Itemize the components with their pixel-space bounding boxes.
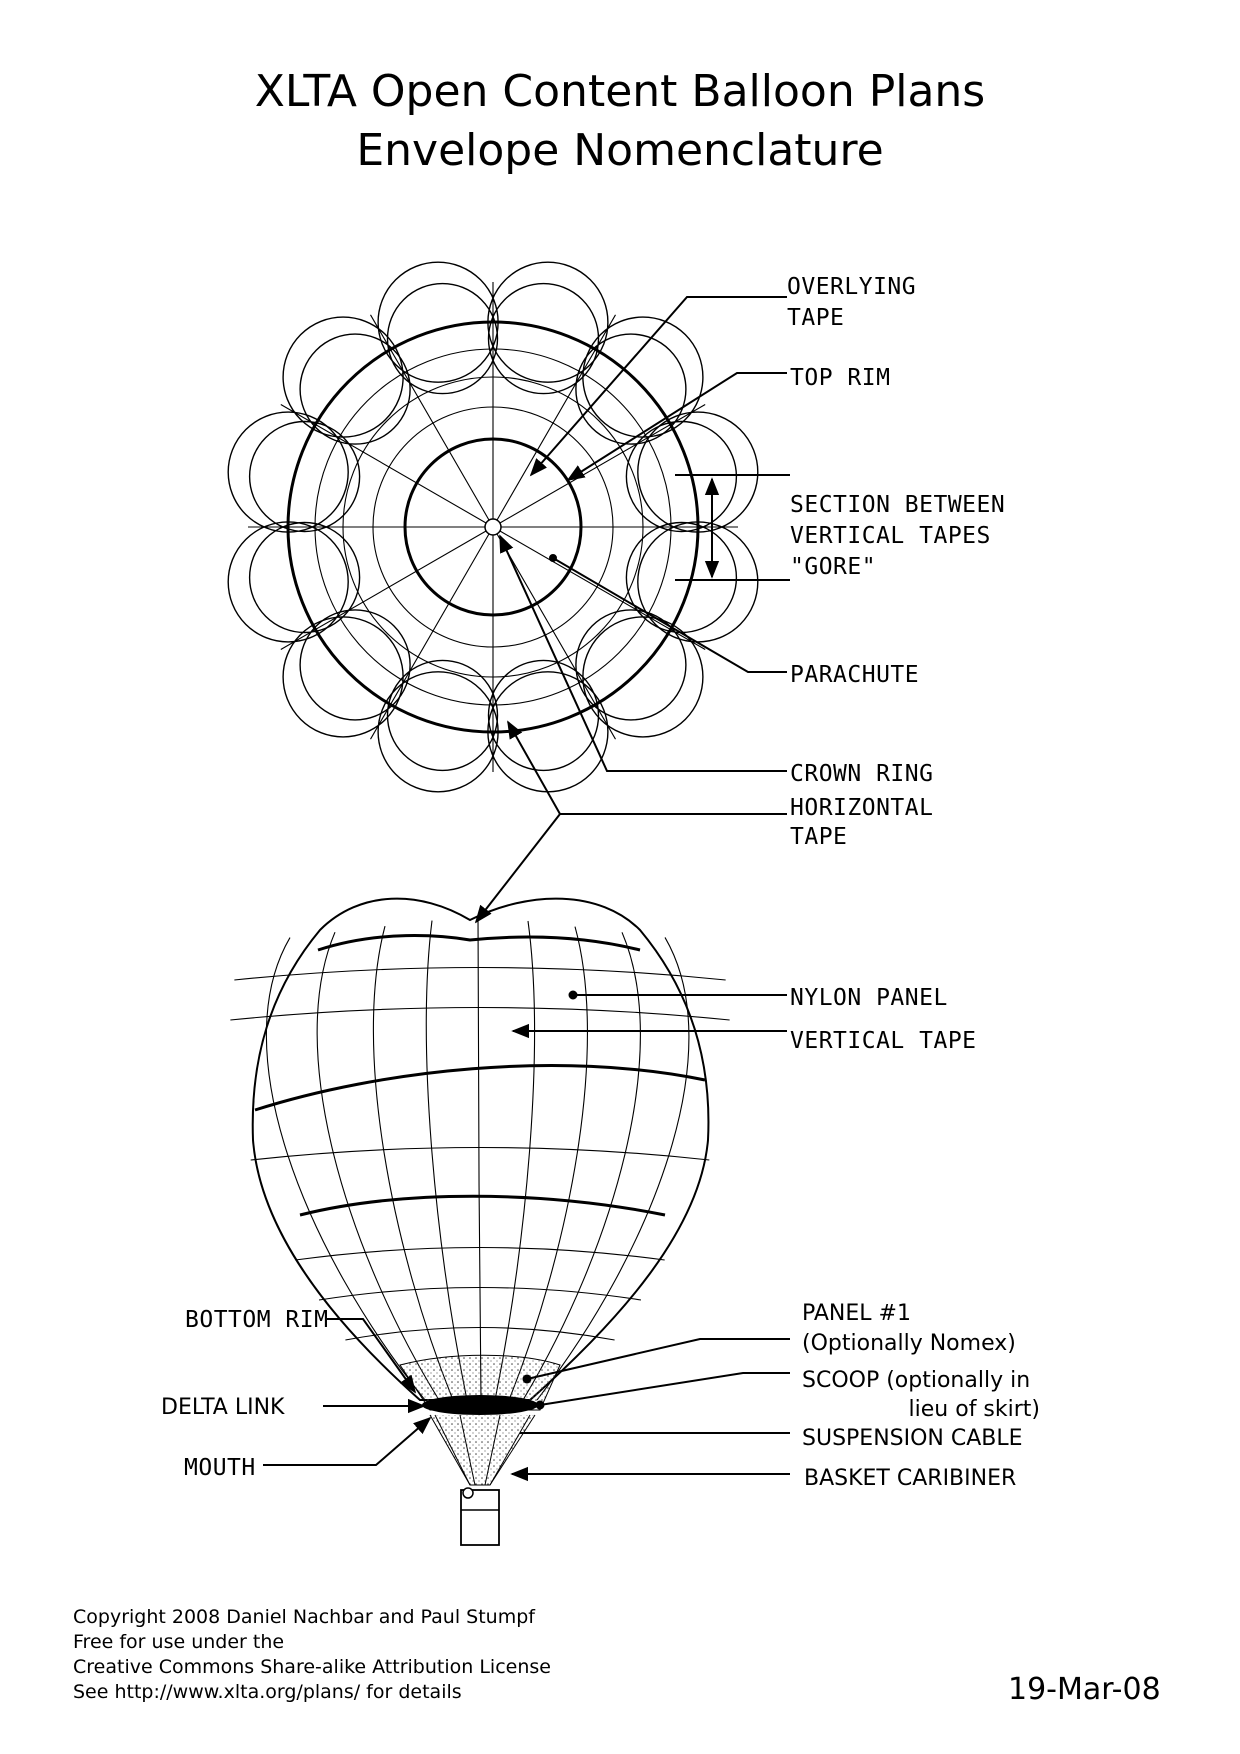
vertical-tape-line (492, 314, 616, 528)
horizontal-tape-ring (372, 406, 614, 648)
side-vertical-tape (536, 937, 690, 1401)
footer-line-1: Copyright 2008 Daniel Nachbar and Paul S… (73, 1606, 535, 1628)
label-gore-1: SECTION BETWEEN (790, 492, 1005, 518)
side-horizontal-tape (234, 966, 726, 981)
side-vertical-tape (425, 920, 468, 1401)
label-bottom-rim: BOTTOM RIM (185, 1307, 328, 1333)
footer-line-2: Free for use under the (73, 1631, 285, 1653)
gore-scallop-inner (575, 333, 687, 445)
gore-scallop-inner (575, 609, 687, 721)
basket (460, 1489, 500, 1546)
label-suspension-cable: SUSPENSION CABLE (802, 1426, 1023, 1451)
footer-line-4: See http://www.xlta.org/plans/ for detai… (73, 1681, 462, 1703)
horizontal-tape-ring (314, 348, 672, 706)
page-title-line-1: XLTA Open Content Balloon Plans (254, 66, 986, 117)
label-overlying-tape-1: OVERLYING (787, 274, 916, 300)
vertical-tape-line (280, 526, 494, 650)
label-gore-2: VERTICAL TAPES (790, 523, 991, 549)
vertical-tape-line (370, 314, 494, 528)
top-rim (403, 437, 583, 617)
label-panel-1-line-2: (Optionally Nomex) (802, 1331, 1016, 1356)
label-vertical-tape: VERTICAL TAPE (790, 1028, 977, 1054)
bottom-rim (422, 1395, 538, 1415)
gore-scallop-inner (299, 609, 411, 721)
top-view-envelope (227, 261, 759, 793)
gore-scallop-inner (386, 659, 499, 772)
labels: OVERLYING TAPE TOP RIM SECTION BETWEEN V… (161, 274, 1040, 1491)
label-overlying-tape-2: TAPE (787, 305, 844, 331)
gore-scallop-inner (625, 420, 738, 533)
side-horizontal-tape (230, 1006, 730, 1021)
mouth (429, 1414, 536, 1486)
vertical-tape-line (370, 526, 494, 740)
side-vertical-tape (316, 931, 440, 1401)
gore-scallop-inner (487, 282, 600, 395)
side-horizontal-tape (295, 1246, 665, 1261)
label-basket-caribiner: BASKET CARIBINER (804, 1466, 1016, 1491)
suspension-cable-line (459, 1414, 476, 1486)
side-vertical-tape (372, 926, 454, 1401)
label-scoop-line-1: SCOOP (optionally in (802, 1368, 1030, 1393)
suspension-cable-line (489, 1414, 531, 1486)
gore-scallop-inner (248, 420, 361, 533)
side-vertical-tape (522, 932, 641, 1401)
side-horizontal-tape (345, 1326, 615, 1341)
side-vertical-tape (508, 926, 588, 1401)
gore-scallop-inner (299, 333, 411, 445)
copyright-footer: Copyright 2008 Daniel Nachbar and Paul S… (73, 1605, 551, 1705)
page-title-line-2: Envelope Nomenclature (356, 125, 884, 176)
label-gore-3: "GORE" (790, 554, 876, 580)
side-vertical-tape (477, 914, 482, 1401)
date-stamp: 19-Mar-08 (1008, 1672, 1161, 1707)
label-parachute: PARACHUTE (790, 662, 919, 688)
side-horizontal-tape (318, 1286, 642, 1301)
side-horizontal-tape (250, 1146, 710, 1161)
side-vertical-tape (494, 920, 536, 1401)
suspension-cable-line (434, 1414, 471, 1486)
suspension-cable-line (484, 1414, 501, 1486)
gore-scallop-inner (386, 282, 499, 395)
horizontal-tape-ring (342, 376, 644, 678)
crown-ring (484, 518, 502, 536)
gore-scallop-inner (248, 521, 361, 634)
horizontal-tape-ring-thick (286, 320, 700, 734)
label-mouth: MOUTH (184, 1455, 256, 1481)
vertical-tape-line (280, 404, 494, 528)
label-horizontal-tape-1: HORIZONTAL (790, 795, 933, 821)
label-horizontal-tape-2: TAPE (790, 824, 847, 850)
side-view-envelope (230, 897, 730, 1546)
label-delta-link: DELTA LINK (161, 1395, 285, 1420)
leader-lines (263, 296, 790, 1482)
label-top-rim: TOP RIM (790, 365, 890, 391)
label-nylon-panel: NYLON PANEL (790, 985, 948, 1011)
gore-scallop-inner (487, 659, 600, 772)
label-scoop-line-2: lieu of skirt) (909, 1397, 1040, 1422)
label-panel-1-line-1: PANEL #1 (802, 1301, 911, 1326)
vertical-tape-line (492, 404, 706, 528)
label-crown-ring: CROWN RING (790, 761, 933, 787)
footer-line-3: Creative Commons Share-alike Attribution… (73, 1656, 551, 1678)
